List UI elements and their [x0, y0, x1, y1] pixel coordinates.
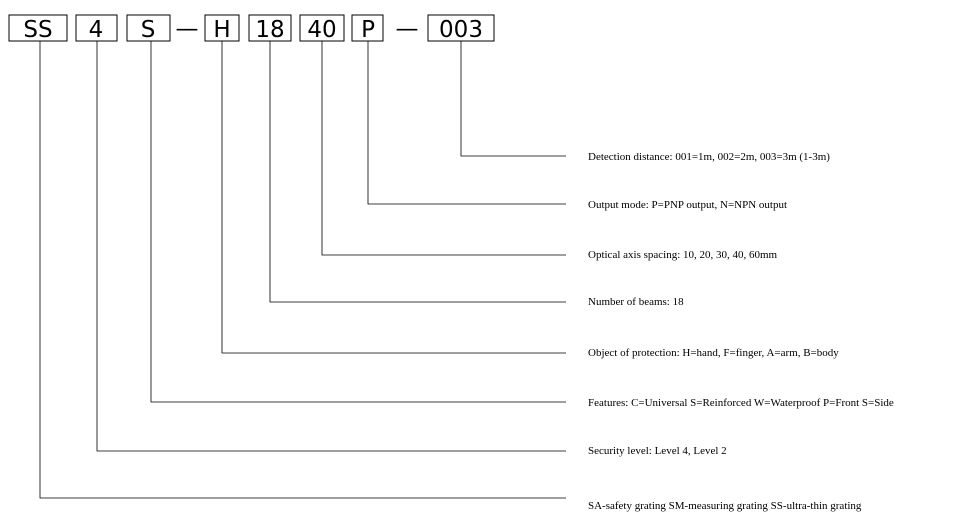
description-security-level: Security level: Level 4, Level 2: [588, 445, 727, 457]
segment-text: H: [213, 17, 230, 43]
segment-box: [75, 14, 118, 42]
description-grating-type: SA-safety grating SM-measuring grating S…: [588, 500, 862, 512]
segment-box: [351, 14, 384, 42]
segment-box: [126, 14, 171, 42]
code-segment-protection: H: [204, 14, 240, 43]
segment-text: 40: [307, 17, 336, 43]
leader-line-level: [96, 41, 566, 452]
leader-line-beams: [269, 41, 566, 303]
segment-text: 18: [255, 17, 284, 43]
code-segment-distance: 003: [427, 14, 495, 43]
leader-line-distance: [460, 41, 566, 157]
separator-dash-1: —: [176, 16, 199, 42]
description-object-of-protection: Object of protection: H=hand, F=finger, …: [588, 347, 839, 359]
separator-dash-2: —: [396, 16, 419, 42]
leader-line-features: [150, 41, 566, 403]
leader-line-type: [39, 41, 566, 499]
leader-line-spacing: [321, 41, 566, 256]
leader-line-output: [367, 41, 566, 205]
code-segment-spacing: 40: [299, 14, 345, 43]
segment-text: SS: [23, 17, 52, 43]
segment-text: 4: [89, 17, 104, 43]
segment-text: P: [361, 17, 375, 43]
description-number-of-beams: Number of beams: 18: [588, 296, 684, 308]
code-segment-output: P: [351, 14, 384, 43]
code-segment-ss: SS: [8, 14, 68, 43]
code-segment-feature: S: [126, 14, 171, 43]
code-segment-level: 4: [75, 14, 118, 43]
segment-text: 003: [439, 17, 483, 43]
segment-box: [8, 14, 68, 42]
description-output-mode: Output mode: P=PNP output, N=NPN output: [588, 199, 787, 211]
segment-text: S: [141, 17, 156, 43]
leader-line-protection: [221, 41, 566, 354]
description-features: Features: C=Universal S=Reinforced W=Wat…: [588, 397, 894, 409]
code-segment-beams: 18: [248, 14, 292, 43]
description-optical-axis-spacing: Optical axis spacing: 10, 20, 30, 40, 60…: [588, 249, 778, 261]
description-detection-distance: Detection distance: 001=1m, 002=2m, 003=…: [588, 151, 830, 163]
